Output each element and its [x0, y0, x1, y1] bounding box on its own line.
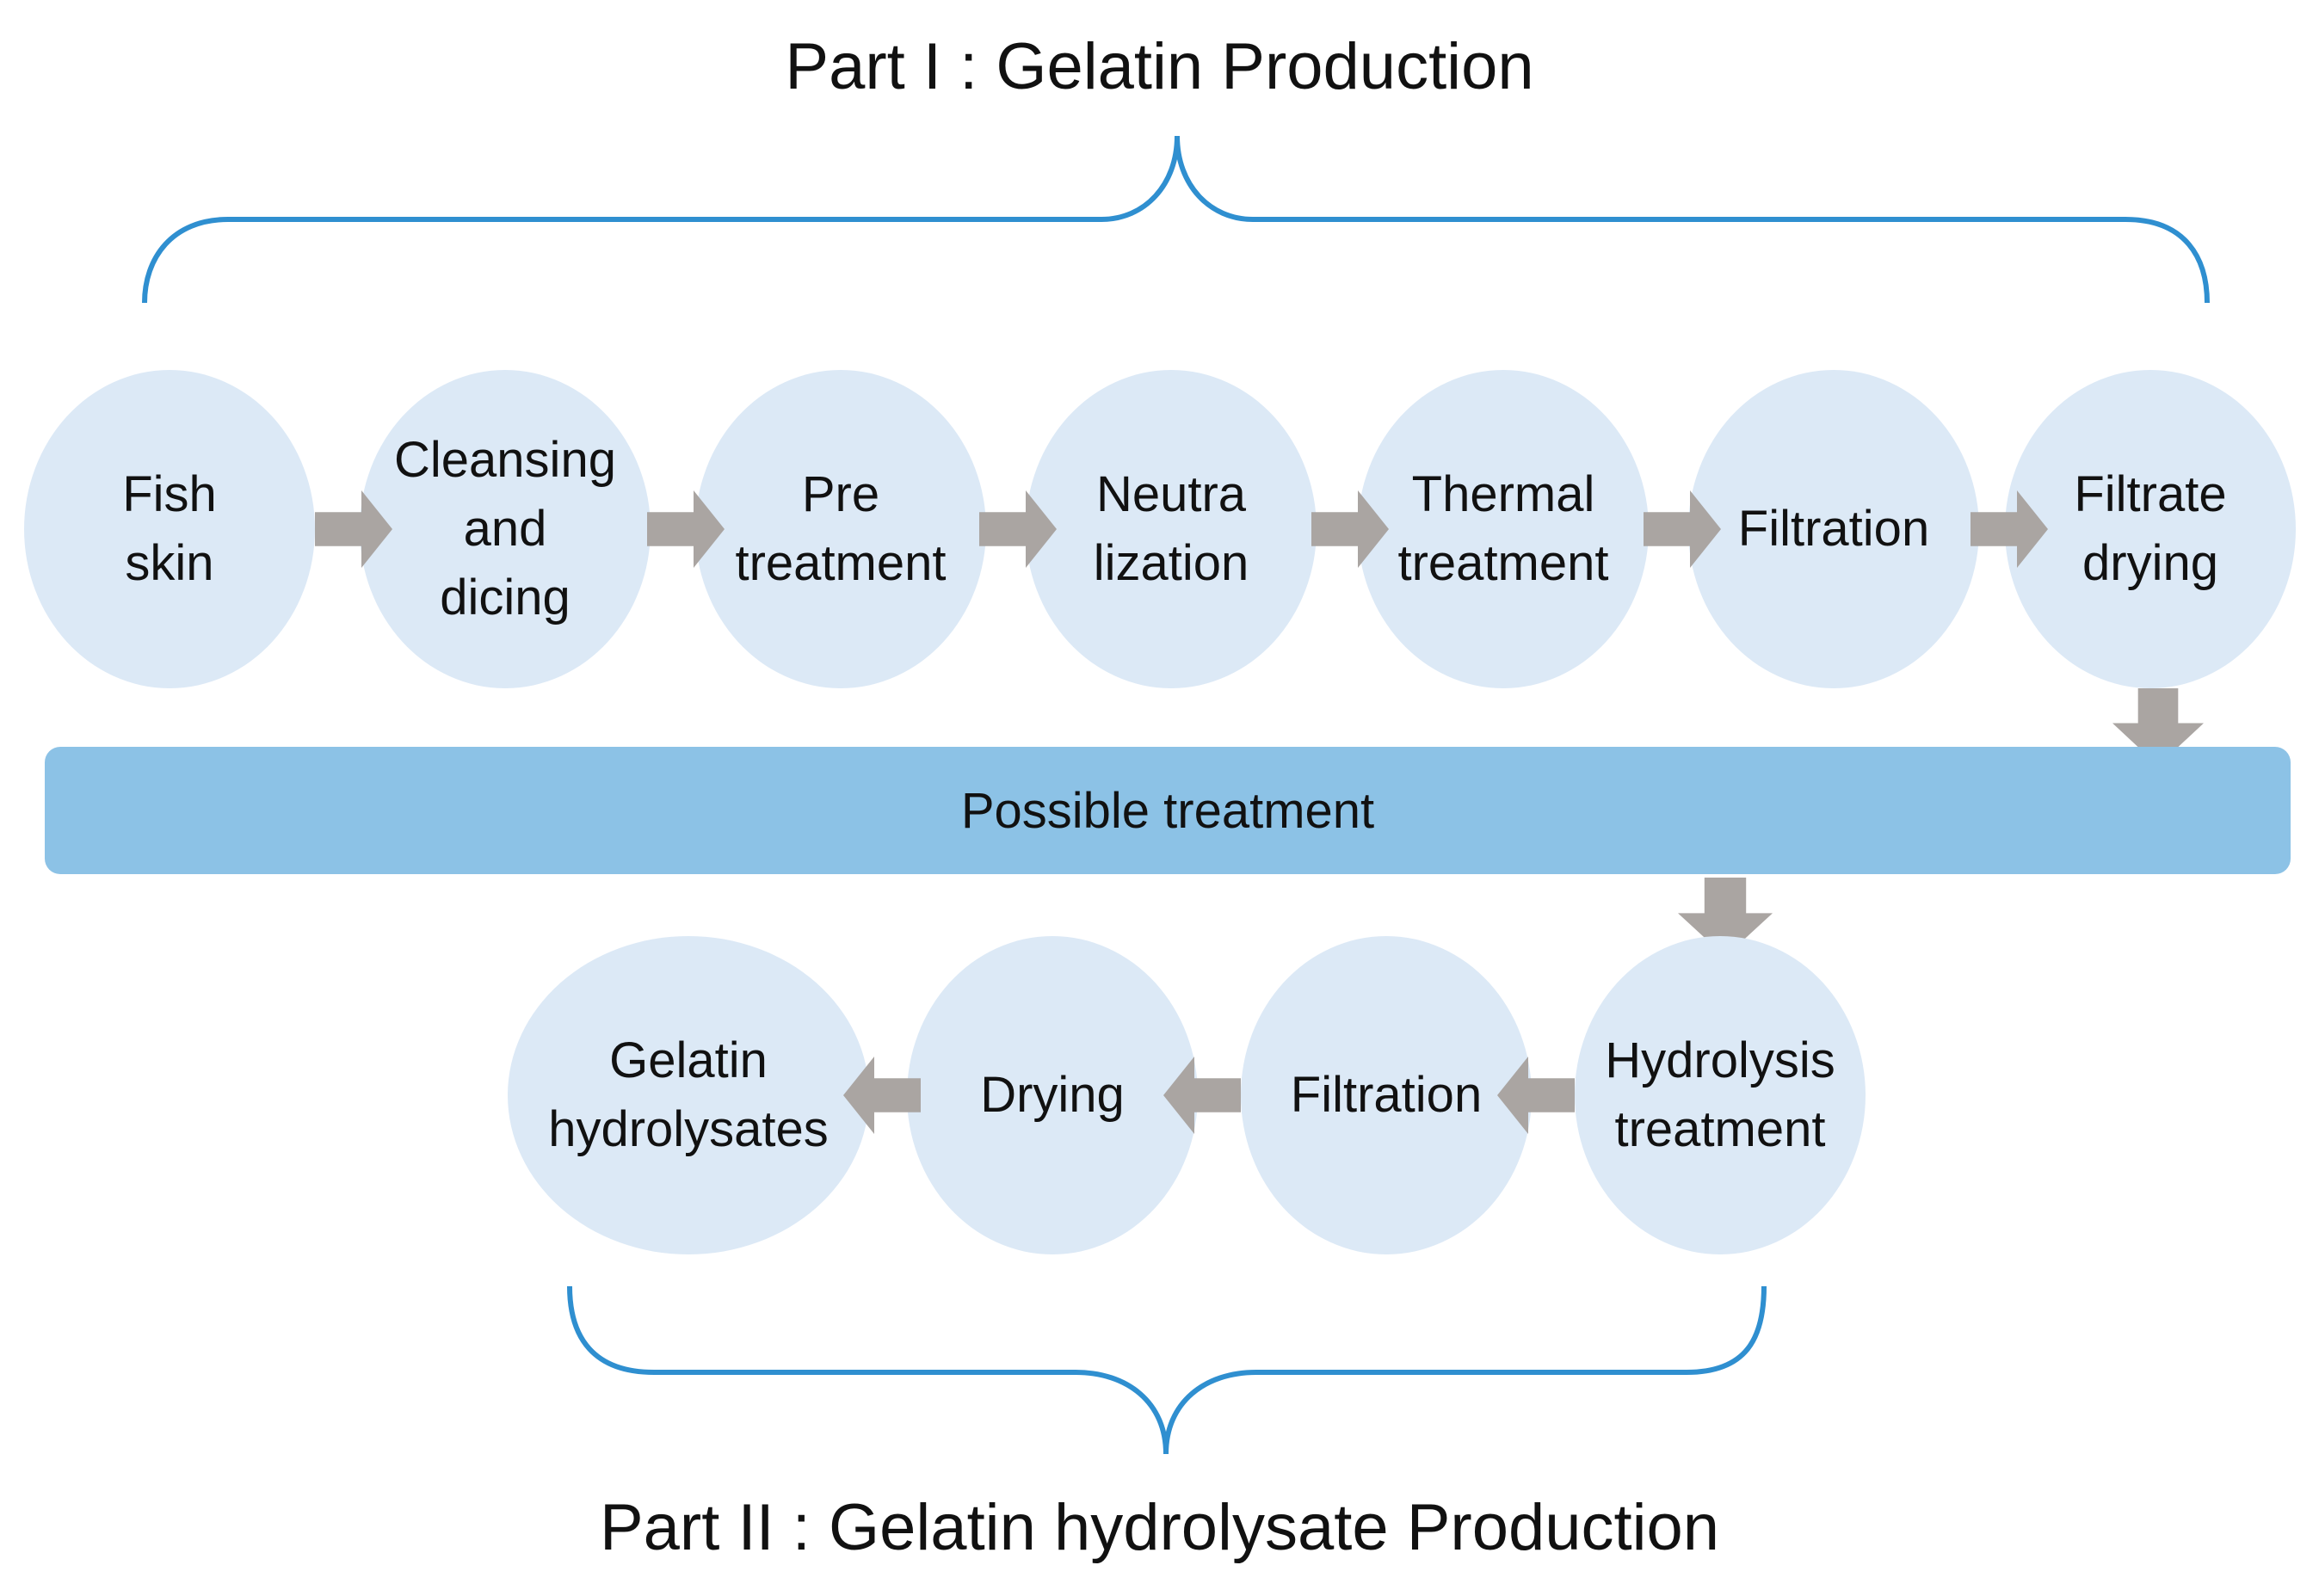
step-thermal-treatment: Thermal treatment — [1358, 370, 1649, 688]
step-filtration: Filtration — [1688, 370, 1979, 688]
step-label: Drying — [980, 1067, 1125, 1123]
step-label: Fish skin — [122, 466, 217, 591]
band-label: Possible treatment — [960, 782, 1375, 839]
part1-title: Part I : Gelatin Production — [785, 30, 1534, 103]
step-gelatin-hydrolysates: Gelatin hydrolysates — [508, 936, 869, 1254]
step-hydrolysis-treatment: Hydrolysis treatment — [1575, 936, 1866, 1254]
possible-treatment-band: Possible treatment — [45, 747, 2291, 874]
step-label: Pre treatment — [735, 466, 947, 591]
step-fish-skin: Fish skin — [24, 370, 315, 688]
step-label: Thermal treatment — [1397, 466, 1609, 591]
part2-brace — [567, 1285, 1767, 1455]
step-pre-treatment: Pre treatment — [695, 370, 986, 688]
step-label: Filtration — [1290, 1067, 1483, 1123]
step-filtration-2: Filtration — [1241, 936, 1532, 1254]
step-label: Cleansing and dicing — [394, 432, 616, 625]
step-label: Neutra lization — [1093, 466, 1249, 591]
step-label: Gelatin hydrolysates — [548, 1032, 829, 1157]
step-filtrate-drying: Filtrate drying — [2005, 370, 2296, 688]
step-cleansing-and-dicing: Cleansing and dicing — [360, 370, 651, 688]
part1-brace — [142, 135, 2210, 304]
step-label: Hydrolysis treatment — [1605, 1032, 1835, 1157]
step-label: Filtrate drying — [2074, 466, 2227, 591]
step-neutralization: Neutra lization — [1026, 370, 1317, 688]
part2-title: Part II : Gelatin hydrolysate Production — [599, 1491, 1720, 1564]
step-drying: Drying — [907, 936, 1198, 1254]
step-label: Filtration — [1737, 501, 1930, 557]
